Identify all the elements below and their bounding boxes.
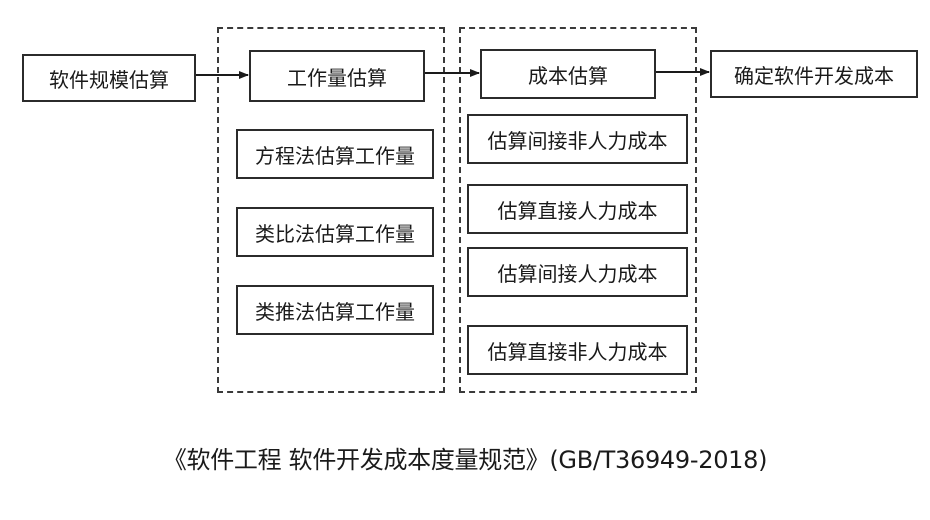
effort-method-equation: 方程法估算工作量	[236, 129, 434, 179]
effort-method-inference: 类推法估算工作量	[236, 285, 434, 335]
cost-item-indirect-labor: 估算间接人力成本	[467, 247, 688, 297]
cost-item-direct-labor: 估算直接人力成本	[467, 184, 688, 234]
diagram-caption: 《软件工程 软件开发成本度量规范》(GB/T36949-2018)	[162, 446, 768, 474]
cost-estimation-node: 成本估算	[480, 49, 656, 99]
effort-estimation-group	[217, 27, 445, 393]
effort-estimation-node: 工作量估算	[249, 50, 425, 102]
determine-cost-node: 确定软件开发成本	[710, 50, 918, 98]
cost-item-direct-nonlabor: 估算直接非人力成本	[467, 325, 688, 375]
cost-item-indirect-nonlabor: 估算间接非人力成本	[467, 114, 688, 164]
cost-estimation-group	[459, 27, 697, 393]
effort-method-analogy: 类比法估算工作量	[236, 207, 434, 257]
size-estimation-node: 软件规模估算	[22, 54, 196, 102]
